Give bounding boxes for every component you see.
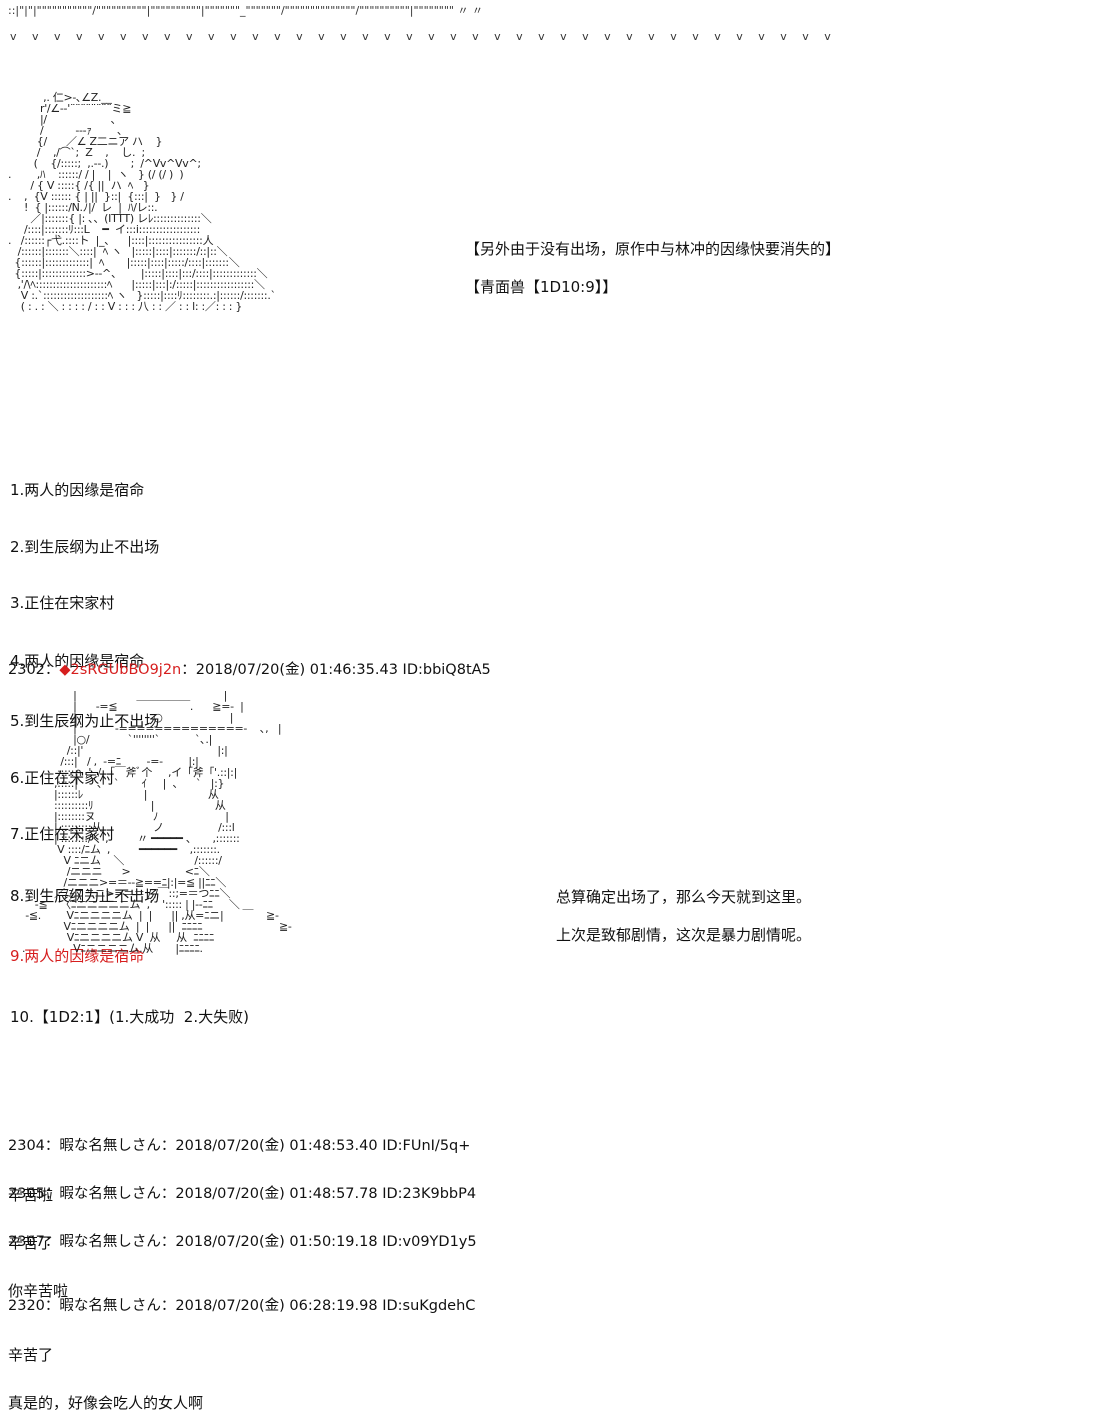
ascii-art-character-1: ,. 仁>-､∠Z.__ r'/∠-‐'¨¨¨¨¨¨¨¨ミ≧ |/ ､ / -‐… [8, 91, 276, 313]
list-item: 7.正住在宋家村 [10, 824, 115, 843]
list-item: 5.到生辰纲为止不出场 [10, 712, 160, 731]
list-item-selected: 9.两人的因缘是宿命 [10, 947, 145, 966]
list-item: 10.【1D2:1】(1.大成功 2.大失败) [10, 1008, 249, 1027]
post-body: 辛苦了 [8, 1346, 54, 1364]
post-header: 2320：暇な名無しさん：2018/07/20(金) 06:28:19.98 I… [8, 1298, 476, 1314]
narration-note-4: 上次是致郁剧情，这次是暴力剧情呢。 [556, 926, 812, 944]
list-item: 2.到生辰纲为止不出场 [10, 537, 160, 556]
post-meta: ：2018/07/20(金) 01:46:35.43 ID:bbiQ8tA5 [181, 662, 491, 678]
post-body: 真是的，好像会吃人的女人啊 [8, 1394, 204, 1412]
list-item: 1.两人的因缘是宿命 [10, 481, 145, 500]
reply-post: 2307：暇な名無しさん：2018/07/20(金) 01:50:19.18 I… [8, 1198, 477, 1315]
narration-note-1: 【另外由于没有出场，原作中与林冲的因缘快要消失的】 [465, 240, 841, 258]
dice-option-list: 1.两人的因缘是宿命 2.到生辰纲为止不出场 3.正住在宋家村 4.两人的因缘是… [10, 442, 249, 1047]
post-body: 你辛苦啦 [8, 1282, 69, 1300]
post-header-2302: 2302：◆2sRGUbBO9j2n：2018/07/20(金) 01:46:3… [8, 658, 491, 679]
list-item: 8.到生辰纲为止不出场 [10, 886, 160, 905]
narration-note-2: 【青面兽【1D10:9】】 [465, 278, 618, 296]
post-body: 辛苦啦 [8, 1186, 54, 1204]
list-item: 6.正住在宋家村 [10, 769, 115, 788]
reply-post: 2304：暇な名無しさん：2018/07/20(金) 01:48:53.40 I… [8, 1102, 470, 1219]
post-number: 2302： [8, 662, 60, 678]
reply-post: 2320：暇な名無しさん：2018/07/20(金) 06:28:19.98 I… [8, 1262, 475, 1427]
post-body: 辛苦了 [8, 1234, 54, 1252]
top-ascii-art-line: ::|"|"|"""""""""""/""""""""""|""""""""""… [8, 4, 483, 17]
reply-post: 2305：暇な名無しさん：2018/07/20(金) 01:48:57.78 I… [8, 1150, 476, 1267]
ascii-art-character-2: | | | -=≦ ￣￣￣￣￣. ≧=- | | ○ | | -===== [22, 689, 292, 955]
author-trip-link[interactable]: ◆2sRGUbBO9j2n [59, 662, 182, 678]
narration-note-3: 总算确定出场了，那么今天就到这里。 [556, 888, 812, 906]
post-header: 2305：暇な名無しさん：2018/07/20(金) 01:48:57.78 I… [8, 1186, 477, 1202]
list-item: 4.两人的因缘是宿命 [10, 651, 145, 670]
post-header: 2307：暇な名無しさん：2018/07/20(金) 01:50:19.18 I… [8, 1234, 477, 1250]
post-header: 2304：暇な名無しさん：2018/07/20(金) 01:48:53.40 I… [8, 1138, 471, 1154]
list-item: 3.正住在宋家村 [10, 593, 115, 612]
v-separator-row: v v v v v v v v v v v v v v v v v v v v … [10, 30, 837, 43]
